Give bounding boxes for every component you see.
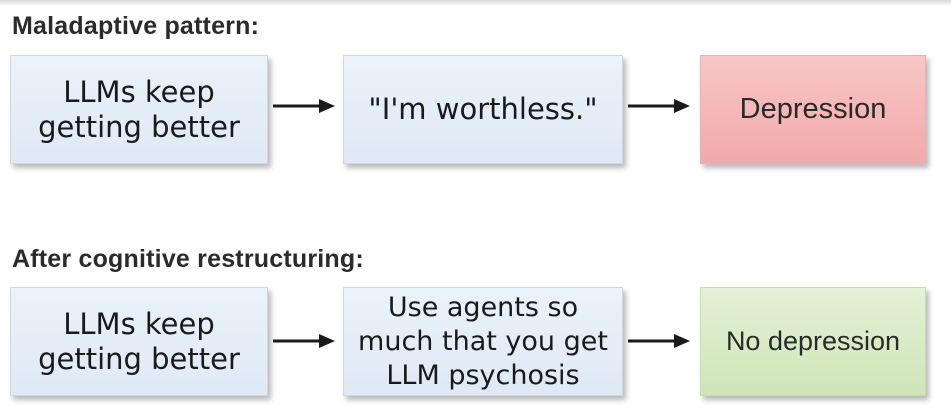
- box-label: "I'm worthless.": [368, 92, 598, 126]
- box-label: Use agents so much that you get LLM psyc…: [358, 291, 608, 391]
- row-title-maladaptive: Maladaptive pattern:: [12, 12, 260, 40]
- box-llms-keep-getting-better-1: LLMs keep getting better: [10, 55, 268, 164]
- arrow-right-icon: [628, 98, 690, 114]
- box-depression: Depression: [700, 55, 926, 164]
- box-label: No depression: [725, 326, 901, 356]
- box-label: Depression: [739, 93, 887, 125]
- arrow-right-icon: [273, 98, 335, 114]
- cropped-top-strip: [0, 0, 951, 6]
- box-no-depression: No depression: [700, 287, 926, 396]
- box-llms-keep-getting-better-2: LLMs keep getting better: [10, 287, 268, 396]
- box-label: LLMs keep getting better: [38, 74, 240, 144]
- box-label: LLMs keep getting better: [38, 306, 240, 376]
- box-im-worthless: "I'm worthless.": [343, 55, 623, 164]
- arrow-right-icon: [273, 333, 335, 349]
- box-use-agents-llm-psychosis: Use agents so much that you get LLM psyc…: [343, 287, 623, 396]
- arrow-right-icon: [628, 333, 690, 349]
- row-title-after-restructuring: After cognitive restructuring:: [12, 245, 364, 273]
